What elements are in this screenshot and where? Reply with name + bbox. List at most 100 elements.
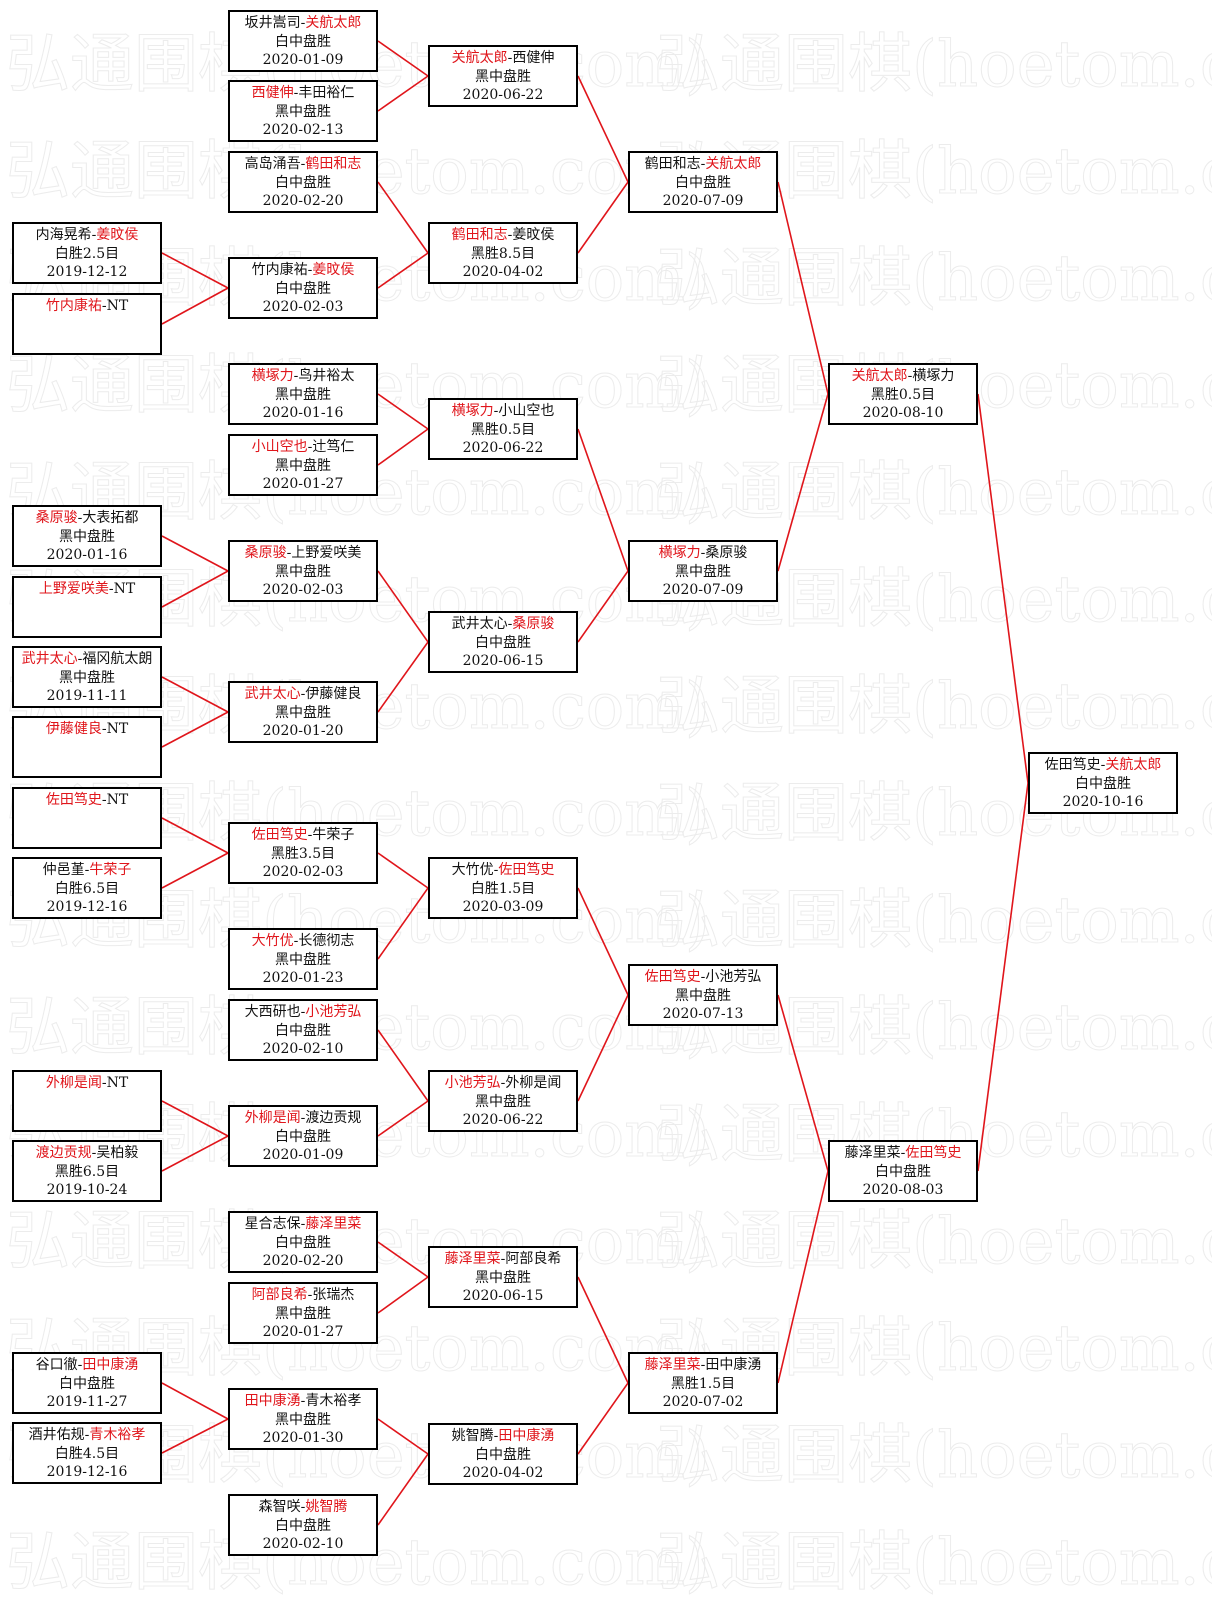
bracket-connector-line <box>377 393 429 430</box>
match-result: 黑中盘胜 <box>475 1269 531 1286</box>
match-box: 佐田笃史-NT <box>12 787 162 849</box>
player-2: NT <box>106 298 129 314</box>
player-2: 青木裕孝 <box>305 1393 362 1409</box>
watermark-text: 弘通围棋(hoetom.com) <box>656 28 1212 102</box>
player-1: 森智咲 <box>258 1499 301 1515</box>
match-result: 黑中盘胜 <box>275 457 331 474</box>
player-2: 西健伸 <box>512 50 555 66</box>
player-1: 关航太郎 <box>451 50 508 66</box>
player-2: 小池芳弘 <box>305 1004 362 1020</box>
match-date: 2019-12-16 <box>46 899 128 915</box>
player-2: 伊藤健良 <box>305 686 362 702</box>
player-2: 吴柏毅 <box>96 1145 139 1161</box>
match-players: 阿部良希-张瑞杰 <box>230 1286 376 1305</box>
bracket-connector-line <box>161 570 229 608</box>
match-date: 2020-04-02 <box>462 264 544 280</box>
player-1: 藤泽里菜 <box>844 1145 901 1161</box>
bracket-connector-line <box>377 887 429 960</box>
match-players: 竹内康祐-NT <box>14 297 160 316</box>
versus-dash: - <box>293 85 299 101</box>
bracket-connector-line <box>577 887 629 996</box>
match-players: 坂井嵩司-关航太郎 <box>230 14 376 33</box>
bracket-connector-line <box>577 570 629 643</box>
versus-dash: - <box>507 616 513 632</box>
player-2: 阿部良希 <box>505 1251 562 1267</box>
player-1: 小池芳弘 <box>444 1075 501 1091</box>
versus-dash: - <box>77 1357 83 1373</box>
player-2: 张瑞杰 <box>312 1287 355 1303</box>
player-1: 佐田笃史 <box>644 969 701 985</box>
match-players: 关航太郎-横塚力 <box>830 367 976 386</box>
match-players: 大竹优-长德彻志 <box>230 932 376 951</box>
match-result: 白中盘胜 <box>1075 775 1131 792</box>
match-players: 小池芳弘-外柳是闻 <box>430 1074 576 1093</box>
match-result: 白胜6.5目 <box>54 880 120 897</box>
bracket-connector-line <box>577 994 629 1102</box>
player-2: 福冈航太朗 <box>82 651 153 667</box>
player-2: 姜旼侯 <box>312 262 355 278</box>
match-result: 白中盘胜 <box>275 1022 331 1039</box>
bracket-connector-line <box>377 252 429 289</box>
bracket-connector-line <box>577 1276 629 1384</box>
match-date: 2020-08-10 <box>862 405 944 421</box>
player-2: 渡边贡规 <box>305 1110 362 1126</box>
bracket-connector-line <box>377 1453 429 1526</box>
player-1: 藤泽里菜 <box>444 1251 501 1267</box>
player-2: 鹤田和志 <box>305 156 362 172</box>
player-1: 佐田笃史 <box>1044 757 1101 773</box>
match-players: 佐田笃史-牛荣子 <box>230 826 376 845</box>
player-1: 小山空也 <box>251 439 308 455</box>
match-date: 2020-01-09 <box>262 1147 344 1163</box>
versus-dash: - <box>84 1427 90 1443</box>
versus-dash: - <box>700 156 706 172</box>
match-players: 仲邑堇-牛荣子 <box>14 861 160 880</box>
bracket-connector-line <box>161 1418 229 1454</box>
versus-dash: - <box>101 721 107 737</box>
player-1: 竹内康祐 <box>251 262 308 278</box>
match-result: 白胜4.5目 <box>54 1445 120 1462</box>
player-1: 星合志保 <box>244 1216 301 1232</box>
match-players: 桑原骏-大表拓都 <box>14 509 160 528</box>
player-1: 佐田笃史 <box>45 792 102 808</box>
match-players: 藤泽里菜-佐田笃史 <box>830 1144 976 1163</box>
player-1: 关航太郎 <box>851 368 908 384</box>
match-result: 黑中盘胜 <box>275 951 331 968</box>
versus-dash: - <box>300 1110 306 1126</box>
match-box: 仲邑堇-牛荣子白胜6.5目 2019-12-16 <box>12 857 162 919</box>
bracket-connector-line <box>161 1100 229 1137</box>
player-2: 桑原骏 <box>512 616 555 632</box>
bracket-connector-line <box>161 287 229 325</box>
match-players: 藤泽里菜-阿部良希 <box>430 1250 576 1269</box>
versus-dash: - <box>293 368 299 384</box>
match-date: 2020-03-09 <box>462 899 544 915</box>
versus-dash: - <box>507 50 513 66</box>
watermark-text: 弘通围棋(hoetom.com) <box>656 1526 1212 1597</box>
versus-dash: - <box>300 1004 306 1020</box>
player-1: 渡边贡规 <box>35 1145 92 1161</box>
match-result: 黑中盘胜 <box>275 1305 331 1322</box>
match-date: 2020-04-02 <box>462 1465 544 1481</box>
bracket-connector-line <box>577 428 629 572</box>
bracket-connector-line <box>377 40 429 77</box>
watermark-text: 弘通围棋(hoetom.com) <box>656 670 1212 744</box>
match-players: 高岛涌吾-鹤田和志 <box>230 155 376 174</box>
player-1: 西健伸 <box>251 85 294 101</box>
bracket-connector-line <box>377 1241 429 1278</box>
bracket-connector-line <box>377 428 429 466</box>
bracket-connector-line <box>161 676 229 713</box>
player-1: 竹内康祐 <box>45 298 102 314</box>
match-date: 2020-01-09 <box>262 52 344 68</box>
player-1: 田中康湧 <box>244 1393 301 1409</box>
bracket-connector-line <box>777 181 829 395</box>
player-2: 长德彻志 <box>298 933 355 949</box>
